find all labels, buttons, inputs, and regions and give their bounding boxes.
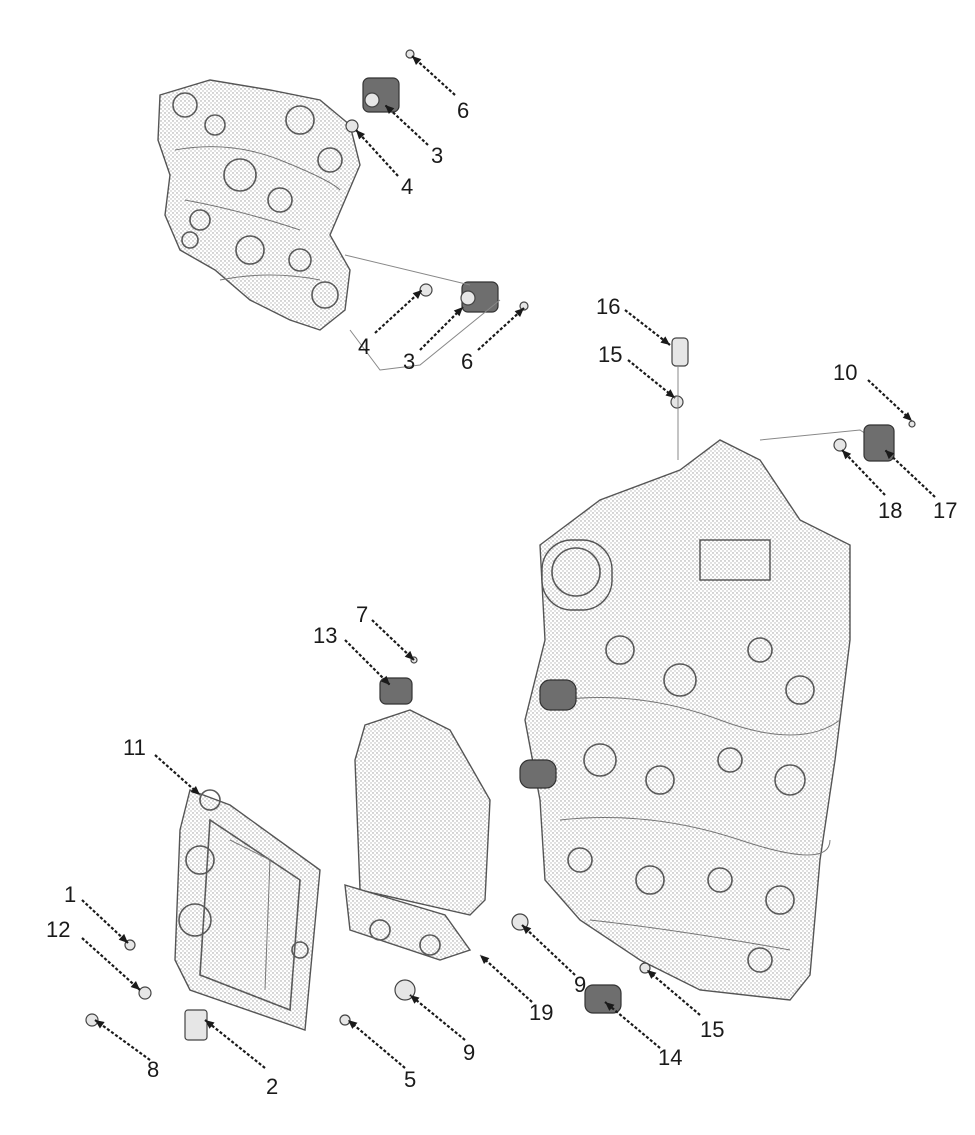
callout-15b: 15: [700, 1017, 724, 1042]
leader-18-arrowhead: [842, 450, 852, 460]
leader-13-arrowhead: [380, 675, 390, 685]
callout-labels: 6 3 4 4 3 6 16 15 10 18 17 7 13 11 1 12 …: [46, 98, 957, 1099]
leader-6b-arrowhead: [514, 308, 524, 318]
callout-4b: 4: [358, 334, 370, 359]
top-right-small-parts: [670, 337, 916, 462]
callout-14: 14: [658, 1045, 682, 1070]
callout-3b: 3: [403, 349, 415, 374]
leader-9a: [409, 994, 466, 1041]
leader-9a-arrowhead: [410, 995, 420, 1004]
leader-19: [479, 954, 533, 1003]
leader-9b-arrowhead: [522, 925, 532, 935]
leader-4b-arrowhead: [412, 290, 422, 300]
callout-6b: 6: [461, 349, 473, 374]
upper-valve-body-casting: [157, 79, 361, 331]
leader-2-arrowhead: [205, 1020, 215, 1029]
leader-15b-arrowhead: [647, 970, 657, 979]
upper-solenoid-top: [345, 49, 415, 133]
callout-1: 1: [64, 882, 76, 907]
leader-15a-arrowhead: [665, 389, 675, 398]
leader-10-arrowhead: [902, 411, 912, 421]
leader-18: [841, 449, 886, 496]
callout-15a: 15: [598, 342, 622, 367]
leader-6a-arrowhead: [412, 56, 422, 66]
leader-11-arrowhead: [190, 786, 200, 795]
leader-17-arrowhead: [885, 450, 895, 460]
leader-11: [154, 754, 201, 796]
leader-8: [94, 1019, 151, 1061]
leader-16-arrowhead: [660, 336, 670, 345]
callout-17: 17: [933, 498, 957, 523]
wiring-harness-bracket: [339, 656, 529, 1026]
callout-leaders: [81, 55, 936, 1069]
leader-3a-arrowhead: [385, 105, 395, 115]
callout-5: 5: [404, 1067, 416, 1092]
leader-5: [347, 1019, 406, 1069]
callout-9a: 9: [463, 1040, 475, 1065]
leader-12-arrowhead: [130, 981, 140, 990]
leader-8-arrowhead: [95, 1020, 105, 1029]
upper-solenoid-bottom: [344, 254, 529, 371]
leader-12: [81, 937, 141, 991]
leader-4a-arrowhead: [356, 130, 366, 140]
callout-10: 10: [833, 360, 857, 385]
leader-4b: [374, 289, 423, 334]
leader-13: [344, 639, 391, 686]
leader-14: [604, 1001, 661, 1049]
leader-1-arrowhead: [118, 933, 128, 943]
main-valve-body: [519, 429, 876, 1001]
leader-14-arrowhead: [605, 1002, 615, 1011]
leader-17: [884, 449, 936, 498]
leader-16: [624, 309, 671, 346]
leader-19-arrowhead: [480, 955, 490, 965]
callout-11: 11: [123, 735, 146, 760]
callout-12: 12: [46, 917, 70, 942]
callout-4a: 4: [401, 174, 413, 199]
callout-7: 7: [356, 602, 368, 627]
callout-9b: 9: [574, 972, 586, 997]
leader-3b-arrowhead: [453, 307, 463, 317]
callout-19: 19: [529, 1000, 553, 1025]
callout-18: 18: [878, 498, 902, 523]
leader-4a: [355, 129, 399, 177]
control-module: [85, 789, 651, 1041]
leader-3b: [419, 306, 464, 351]
leader-10: [867, 379, 913, 422]
leader-15a: [627, 359, 676, 399]
leader-6b: [477, 307, 525, 351]
callout-8: 8: [147, 1057, 159, 1082]
leader-9b: [521, 924, 576, 976]
leader-7-arrowhead: [404, 650, 414, 660]
leader-2: [204, 1019, 266, 1069]
leader-5-arrowhead: [348, 1020, 358, 1029]
callout-3a: 3: [431, 143, 443, 168]
callout-2: 2: [266, 1074, 278, 1099]
callout-6a: 6: [457, 98, 469, 123]
leader-15b: [646, 969, 701, 1016]
leader-1: [81, 899, 129, 944]
callout-13: 13: [313, 623, 337, 648]
callout-16: 16: [596, 294, 620, 319]
